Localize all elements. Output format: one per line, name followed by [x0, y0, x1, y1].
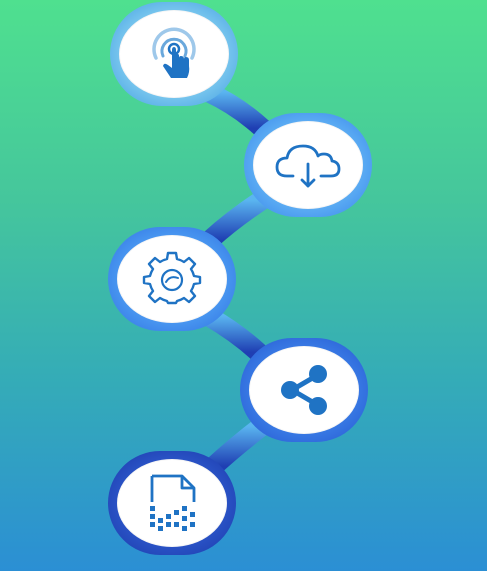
gear-icon: [140, 251, 204, 307]
step-node-document: [108, 451, 236, 555]
step-node-face: [249, 346, 359, 434]
connector-3-4: [198, 306, 268, 362]
step-node-touch: [110, 2, 238, 106]
step-node-settings: [108, 227, 236, 331]
step-node-face: [253, 121, 363, 209]
cloud-download-icon: [273, 138, 343, 192]
connector-1-2: [198, 82, 272, 138]
connector-2-3: [200, 190, 272, 250]
share-icon: [272, 360, 336, 420]
touch-tap-icon: [142, 24, 206, 84]
document-data-icon: [142, 472, 202, 534]
step-node-cloud-download: [244, 113, 372, 217]
step-node-face: [119, 10, 229, 98]
connector-4-5: [204, 416, 272, 476]
step-node-face: [117, 459, 227, 547]
step-node-share: [240, 338, 368, 442]
step-node-face: [117, 235, 227, 323]
